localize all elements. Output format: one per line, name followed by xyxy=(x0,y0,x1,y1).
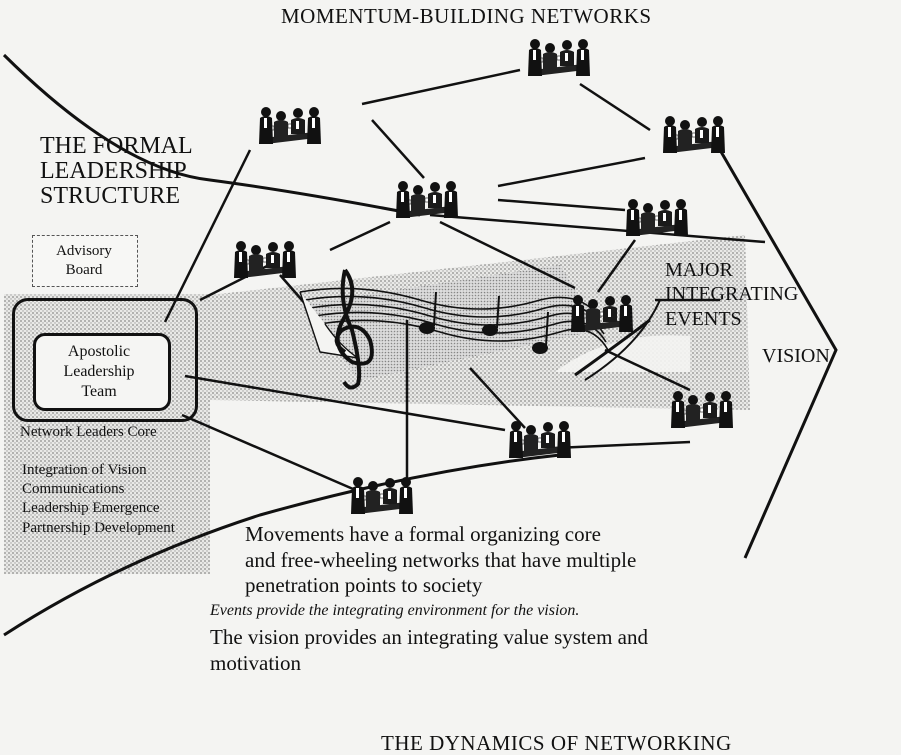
function-item: Partnership Development xyxy=(22,519,175,536)
advisory-board-box xyxy=(32,235,138,287)
network-leaders-core-box xyxy=(12,298,198,422)
network-core-label: Network Leaders Core xyxy=(20,424,157,440)
bottom-title: THE DYNAMICS OF NETWORKING xyxy=(381,731,732,755)
apostolic-team-label: Apostolic Leadership Team xyxy=(63,343,135,400)
functions-list: Integration of Vision Communications Lea… xyxy=(22,461,175,538)
vision-arrowhead xyxy=(718,149,838,559)
caption-events: Events provide the integrating environme… xyxy=(210,602,580,619)
formal-structure-label: THE FORMAL LEADERSHIP STRUCTURE xyxy=(40,133,193,210)
caption-vision: The vision provides an integrating value… xyxy=(210,625,648,675)
major-events-label: MAJOR INTEGRATING EVENTS xyxy=(665,259,799,330)
caption-main: Movements have a formal organizing core … xyxy=(245,522,637,598)
network-curve-bottom xyxy=(3,453,561,637)
music-staff-icon xyxy=(299,268,609,390)
function-item: Communications xyxy=(22,481,125,498)
vision-label: VISION xyxy=(762,345,830,367)
function-item: Integration of Vision xyxy=(22,462,147,478)
apostolic-team-box xyxy=(33,333,171,411)
advisory-board-label: Advisory Board xyxy=(56,243,112,278)
diagram-title: MOMENTUM-BUILDING NETWORKS xyxy=(281,4,652,28)
function-item: Leadership Emergence xyxy=(22,500,160,517)
network-curve-top xyxy=(2,53,421,217)
